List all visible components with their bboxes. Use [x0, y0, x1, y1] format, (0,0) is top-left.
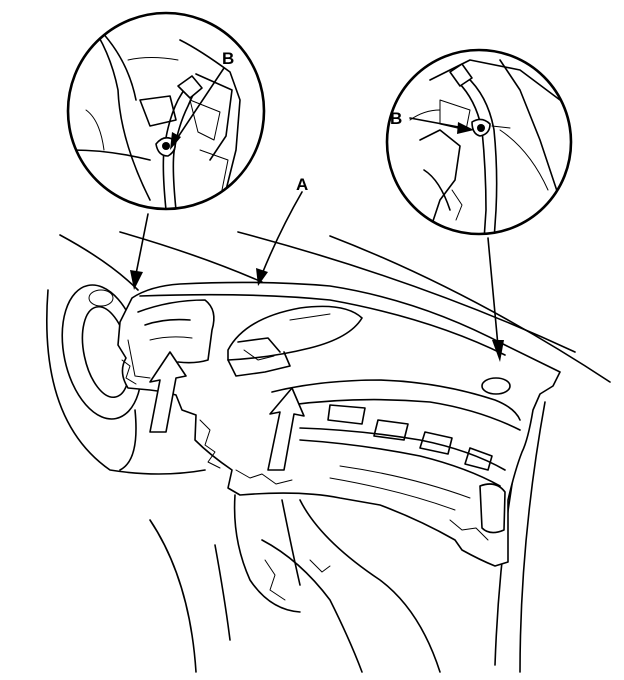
leader-arrow-left	[130, 213, 149, 290]
center-console	[149, 494, 441, 673]
clip-label-right: B	[390, 109, 474, 134]
lift-arrow-left	[149, 351, 187, 433]
leader-arrow-right	[487, 237, 504, 362]
dashboard-label: A	[296, 175, 308, 194]
left-door-frame	[45, 289, 206, 475]
detail-circle-right	[385, 48, 573, 236]
clip-label-left: B	[170, 49, 234, 150]
clip-b-label-right: B	[390, 109, 402, 128]
detail-circle-left	[66, 11, 266, 211]
dashboard-assembly	[117, 281, 561, 567]
dashboard-label-leader	[256, 191, 303, 286]
lift-arrow-center	[267, 387, 305, 471]
windshield-lines	[59, 231, 611, 383]
clip-b-label-left: B	[222, 49, 234, 68]
